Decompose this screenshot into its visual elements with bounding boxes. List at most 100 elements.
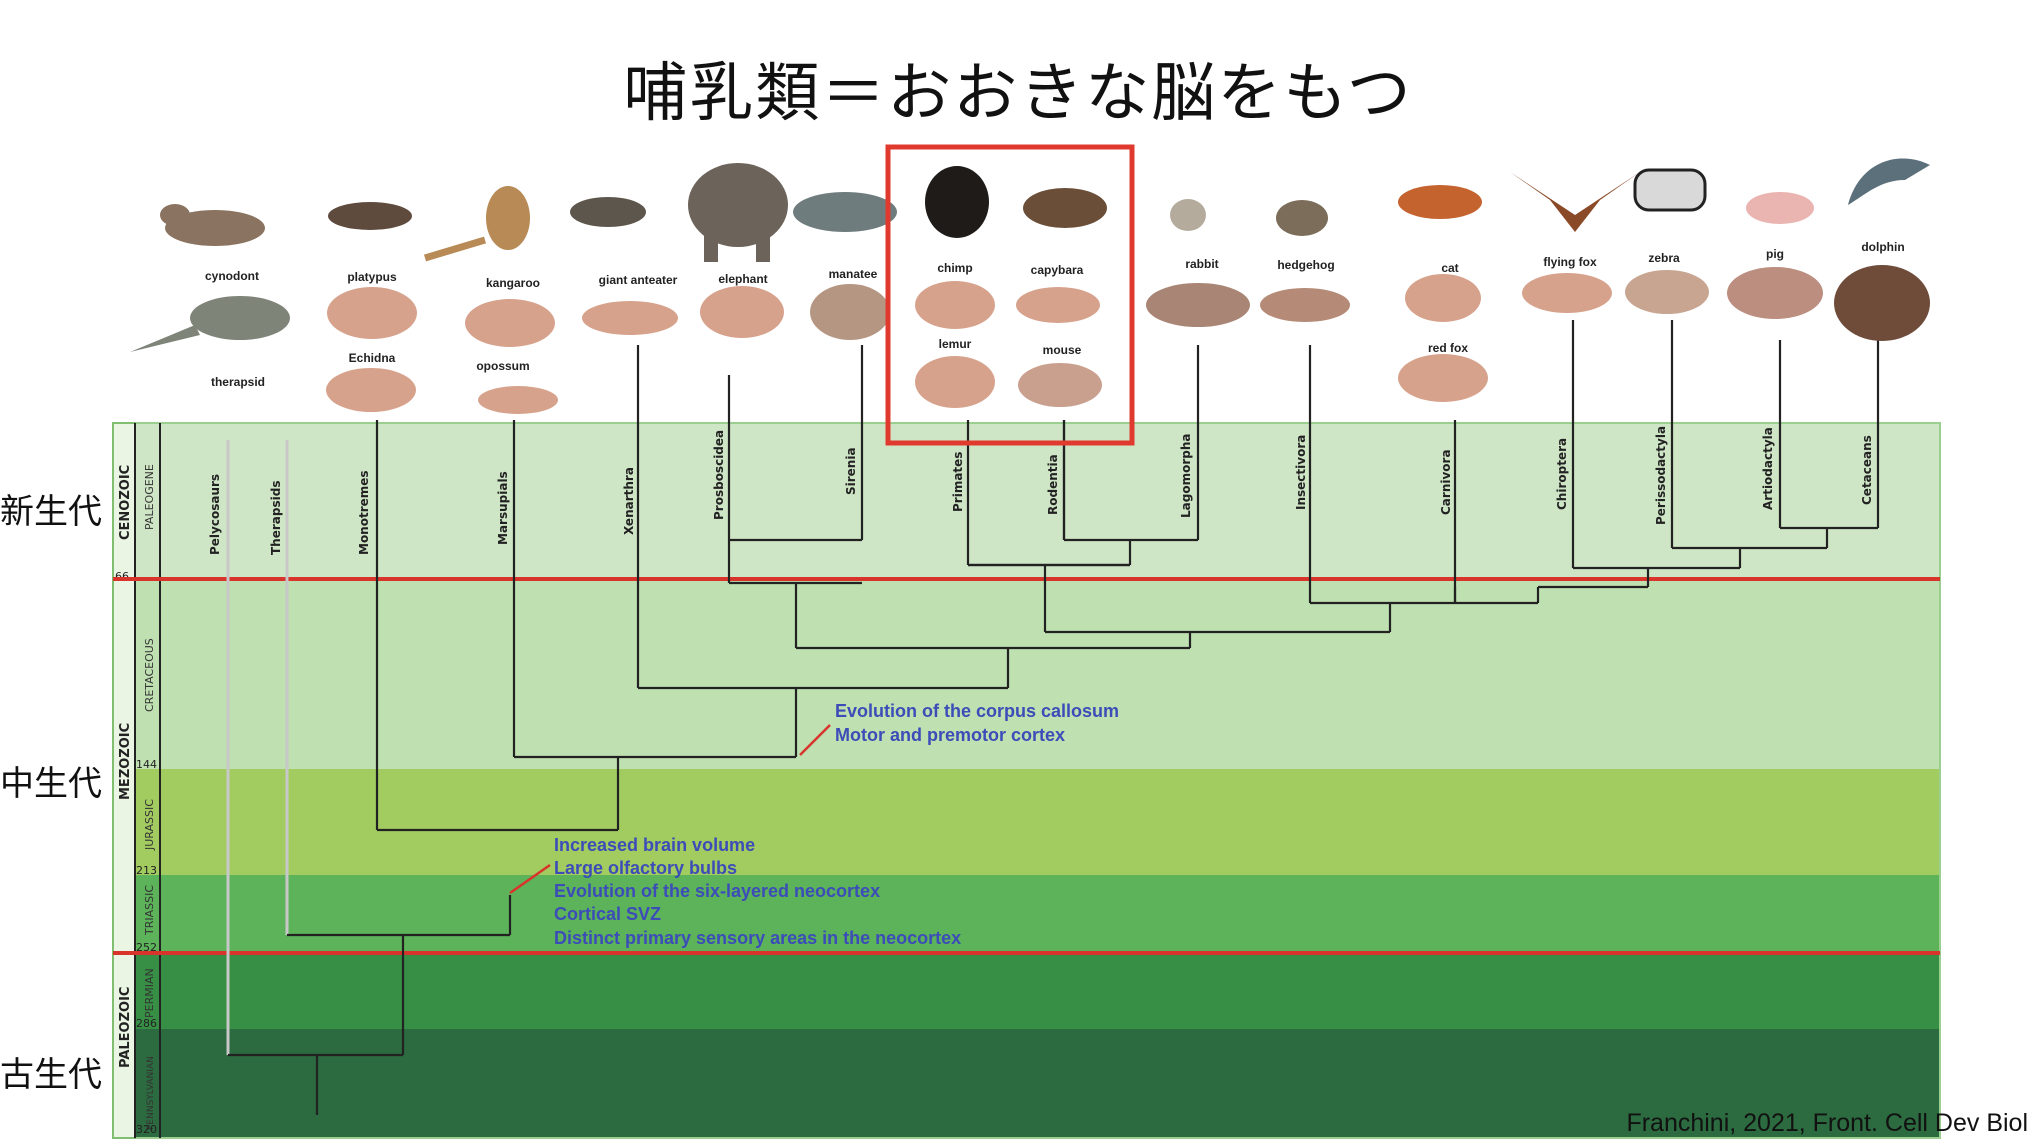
capybara-brain-icon [1016, 287, 1100, 323]
slide-title: 哺乳類＝おおきな脳をもつ [623, 57, 1413, 131]
period-pennsylvanian: PENNSYLVANIAN [146, 1056, 156, 1130]
mammal-trait-1: Increased brain volume [554, 835, 755, 855]
band-paleogene [135, 423, 1940, 579]
extinct-lineages [226, 440, 289, 1055]
dolphin-icon [1848, 158, 1930, 205]
animal-labels: cynodont therapsid platypus Echidna kang… [205, 240, 1905, 389]
animal-illustrations [130, 158, 1930, 414]
era-label-mesozoic-jp: 中生代 [0, 764, 102, 804]
callosum-pointer [799, 724, 831, 756]
band-cretaceous [135, 579, 1940, 769]
lemur-brain-icon [915, 356, 995, 408]
pig-icon [1746, 192, 1814, 224]
callosum-line-2: Motor and premotor cortex [835, 725, 1065, 745]
rabbit-brain-icon [1146, 283, 1250, 327]
clade-marsupials: Marsupials [496, 471, 510, 545]
hedgehog-brain-icon [1260, 288, 1350, 322]
mammal-trait-2: Large olfactory bulbs [554, 858, 737, 878]
label-capybara: capybara [1031, 263, 1084, 277]
citation: Franchini, 2021, Front. Cell Dev Biol [1626, 1109, 2028, 1137]
capybara-icon [1023, 188, 1107, 228]
clade-artiodactyla: Artiodactyla [1761, 427, 1775, 510]
kangaroo-icon [486, 186, 530, 250]
label-elephant: elephant [718, 272, 767, 286]
mammal-traits-pointer [509, 863, 551, 895]
therapsid-icon [190, 296, 290, 340]
clade-carnivora: Carnivora [1439, 449, 1453, 515]
platypus-brain-icon [327, 287, 417, 339]
clade-xenarthra: Xenarthra [622, 467, 636, 535]
period-permian: PERMIAN [143, 968, 156, 1018]
label-zebra: zebra [1648, 251, 1680, 265]
label-red-fox: red fox [1428, 341, 1468, 355]
era-cenozoic: CENOZOIC [118, 465, 133, 540]
brain-icons [326, 265, 1930, 414]
chimp-icon [925, 166, 989, 238]
band-triassic [135, 875, 1940, 953]
clade-prosboscidea: Prosboscidea [712, 430, 726, 520]
clade-rodentia: Rodentia [1046, 454, 1060, 515]
label-rabbit: rabbit [1185, 257, 1218, 271]
cat-brain-icon [1405, 274, 1481, 322]
zebra-brain-icon [1625, 270, 1709, 314]
time-mark-66: 66 [115, 570, 129, 583]
time-mark-144: 144 [136, 758, 157, 771]
time-mark-320: 320 [136, 1123, 157, 1136]
rabbit-icon [1170, 199, 1206, 231]
mouse-brain-icon [1018, 363, 1102, 407]
clade-perissodactyla: Perissodactyla [1654, 426, 1668, 525]
era-paleozoic: PALEOZOIC [118, 987, 133, 1068]
zebra-icon [1633, 168, 1707, 212]
label-manatee: manatee [829, 267, 878, 281]
label-opossum: opossum [476, 359, 529, 373]
hedgehog-icon [1276, 200, 1328, 236]
clade-sirenia: Sirenia [844, 447, 858, 495]
label-hedgehog: hedgehog [1277, 258, 1334, 272]
platypus-icon [328, 202, 412, 230]
giant-anteater-icon [570, 197, 646, 227]
clade-labels: Pelycosaurs Therapsids Monotremes Marsup… [208, 426, 1874, 555]
mammal-traits-annotation: Increased brain volume Large olfactory b… [554, 835, 961, 948]
era-label-paleozoic-jp: 古生代 [0, 1055, 102, 1095]
time-mark-286: 286 [136, 1017, 157, 1030]
era-label-cenozoic-jp: 新生代 [0, 492, 102, 532]
period-triassic: TRIASSIC [143, 885, 156, 936]
callosum-line-1: Evolution of the corpus callosum [835, 701, 1119, 721]
clade-cetaceans: Cetaceans [1860, 435, 1874, 505]
era-mesozoic: MEZOZOIC [118, 723, 133, 800]
label-mouse: mouse [1043, 343, 1082, 357]
cynodont-icon [165, 210, 265, 246]
mammal-trait-4: Cortical SVZ [554, 904, 661, 924]
opossum-brain-icon [478, 386, 558, 414]
elephant-icon [688, 163, 788, 247]
red-fox-brain-icon [1398, 354, 1488, 402]
label-kangaroo: kangaroo [486, 276, 540, 290]
clade-therapsids: Therapsids [269, 481, 283, 555]
fox-icon [1398, 185, 1482, 219]
label-flying-fox: flying fox [1543, 255, 1597, 269]
pig-brain-icon [1727, 267, 1823, 319]
kangaroo-brain-icon [465, 299, 555, 347]
band-jurassic [135, 769, 1940, 875]
label-dolphin: dolphin [1861, 240, 1904, 254]
phylogenetic-tree [228, 320, 1880, 1115]
highlight-box [885, 144, 1135, 446]
mammal-trait-3: Evolution of the six-layered neocortex [554, 881, 880, 901]
callosum-annotation: Evolution of the corpus callosum Motor a… [835, 701, 1119, 745]
label-cat: cat [1441, 261, 1458, 275]
mammal-trait-5: Distinct primary sensory areas in the ne… [554, 928, 961, 948]
band-permian [135, 953, 1940, 1029]
clade-pelycosaurs: Pelycosaurs [208, 474, 222, 555]
clade-insectivora: Insectivora [1294, 435, 1308, 510]
label-platypus: platypus [347, 270, 397, 284]
label-echidna: Echidna [349, 351, 396, 365]
label-giant-anteater: giant anteater [599, 273, 678, 287]
manatee-brain-icon [810, 284, 890, 340]
period-jurassic: JURASSIC [143, 799, 156, 851]
label-therapsid: therapsid [211, 375, 265, 389]
flying-fox-brain-icon [1522, 273, 1612, 313]
band-pennsylvanian [135, 1029, 1940, 1138]
time-mark-252: 252 [136, 941, 157, 954]
